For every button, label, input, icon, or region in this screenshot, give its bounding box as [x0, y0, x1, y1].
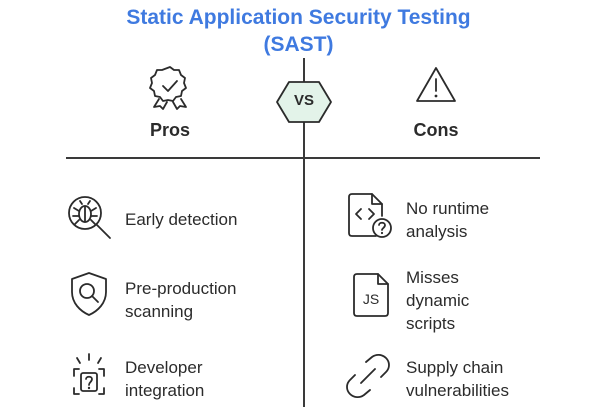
pros-item-2-line1: Pre-production — [125, 279, 237, 298]
cons-item-2-line3: scripts — [406, 314, 456, 333]
warning-triangle-icon — [414, 65, 458, 110]
cons-item-2-line1: Misses — [406, 268, 459, 287]
pros-item-1-label: Early detection — [125, 210, 238, 229]
vs-badge: VS — [275, 78, 333, 126]
code-file-question-icon — [346, 192, 394, 247]
pros-heading: Pros — [150, 120, 191, 140]
page-subtitle: (SAST) — [263, 33, 334, 56]
question-bracket-icon — [68, 352, 110, 405]
broken-link-icon — [346, 353, 390, 403]
js-glyph: JS — [362, 291, 380, 307]
shield-search-icon — [68, 270, 110, 323]
page-title: Static Application Security Testing — [126, 6, 471, 29]
js-file-icon: JS — [352, 272, 390, 323]
cons-heading: Cons — [413, 120, 459, 140]
cons-item-2-line2: dynamic — [406, 291, 470, 310]
cons-item-3-line2: vulnerabilities — [406, 381, 509, 400]
ribbon-check-icon — [149, 65, 190, 114]
vs-label: VS — [293, 92, 314, 109]
horizontal-divider — [66, 157, 540, 159]
vs-badge-shape — [276, 81, 332, 123]
cons-item-1-line1: No runtime — [406, 199, 490, 218]
vertical-divider — [303, 58, 305, 407]
bug-magnifier-icon — [66, 194, 114, 247]
cons-item-3-line1: Supply chain — [406, 358, 504, 377]
cons-item-1-line2: analysis — [406, 222, 468, 241]
pros-item-3-line2: integration — [125, 381, 205, 400]
pros-item-3-line1: Developer — [125, 358, 203, 377]
pros-item-2-line2: scanning — [125, 302, 194, 321]
